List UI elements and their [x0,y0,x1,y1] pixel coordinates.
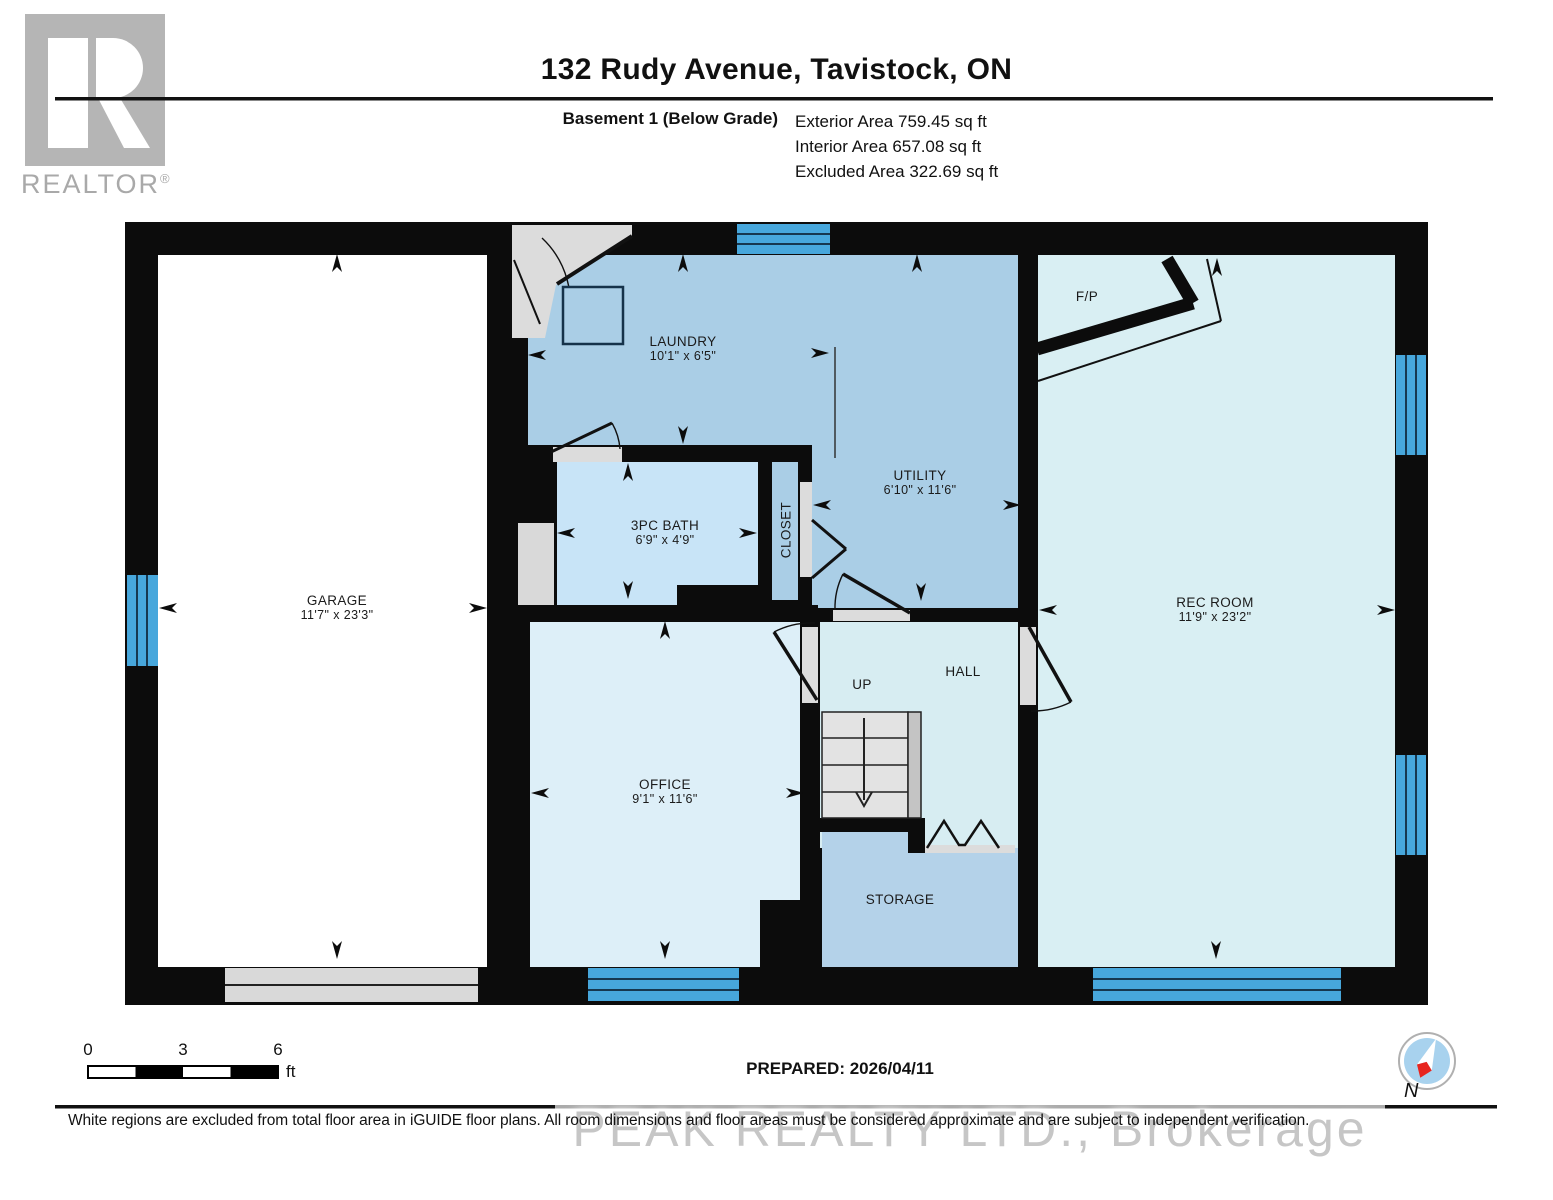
window-rec-right-bottom [1396,755,1426,855]
scale-label-6: 6 [273,1040,283,1059]
closet-door-left [811,518,847,551]
prepared-date: PREPARED: 2026/04/11 [746,1059,934,1078]
staircase [821,711,922,819]
room-label-hall: HALL [945,664,981,679]
fireplace [1035,255,1222,382]
room-label-fireplace: F/P [1075,289,1099,304]
rec-room [1038,255,1395,967]
excluded-area: Excluded Area 322.69 sq ft [795,162,999,181]
office-room [530,622,800,967]
floor-label: Basement 1 (Below Grade) [562,109,778,128]
garage-room [158,255,487,967]
scale-label-3: 3 [178,1040,188,1059]
window-rec-right-top [1396,355,1426,455]
area-summary: Exterior Area 759.45 sq ft Interior Area… [795,109,998,184]
scale-unit: ft [286,1062,296,1081]
room-label-closet: CLOSET [778,501,794,559]
header-rule [55,97,1493,101]
room-label-up: UP [852,677,872,692]
room-label-storage: STORAGE [865,892,935,907]
office-door [772,631,819,701]
compass-icon [1398,1032,1456,1090]
disclaimer-text: White regions are excluded from total fl… [68,1112,1310,1129]
doors [513,234,1073,849]
storage-room [822,848,1018,967]
door-openings [225,447,1036,1002]
laundry-utility-room [528,255,1018,612]
window-office-bottom [588,968,739,1001]
utility-hall-door [842,572,911,615]
brokerage-watermark: PEAK REALTY LTD., Brokerage [555,1100,1385,1158]
window-rec-bottom [1093,968,1341,1001]
floor-plan [125,222,1428,1005]
scale-bar [87,1065,279,1079]
scale-label-0: 0 [83,1040,93,1059]
realtor-logo [25,14,165,166]
laundry-appliance [561,285,625,346]
entry-door [555,234,634,286]
closet-door-right [811,547,847,580]
realtor-logo-text: REALTOR® [21,169,172,199]
window-laundry-top [737,224,830,254]
interior-area: Interior Area 657.08 sq ft [795,137,982,156]
bath-door [550,421,613,454]
storage-bifold-door [925,818,1001,849]
compass-north-label: N [1404,1080,1419,1102]
window-garage-left [127,575,158,666]
closet-room [772,462,798,600]
bath-room [557,462,760,607]
windows [127,224,1426,1001]
exterior-area: Exterior Area 759.45 sq ft [795,112,987,131]
rec-room-door [1027,626,1073,703]
page-title: 132 Rudy Avenue, Tavistock, ON [540,53,1013,86]
